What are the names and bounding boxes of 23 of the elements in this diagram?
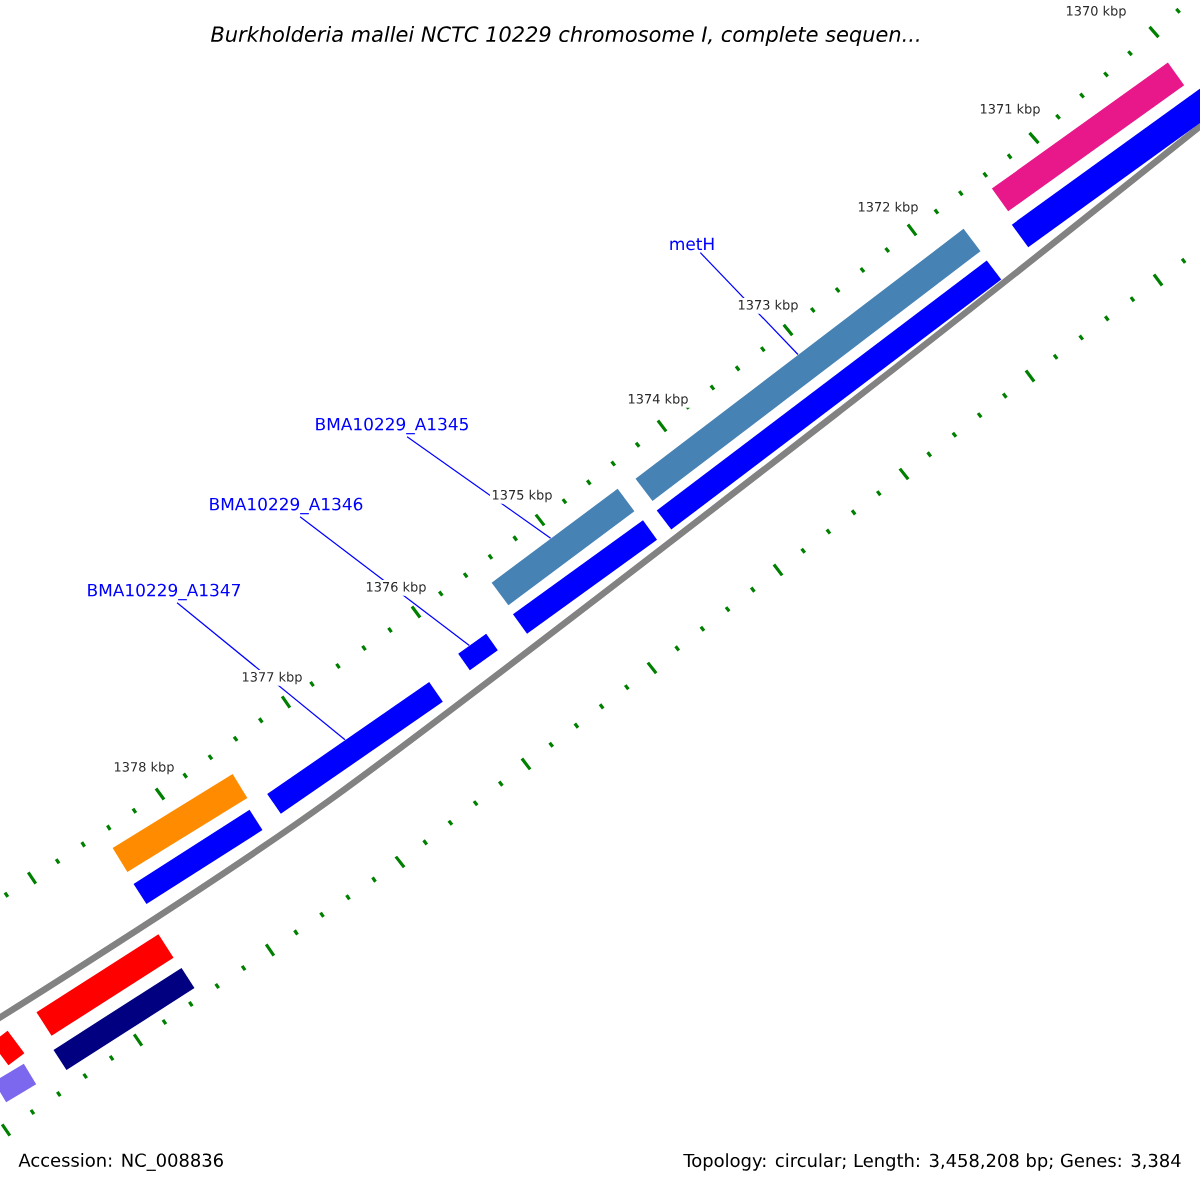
gene-label: BMA10229_A1346	[210, 497, 363, 515]
accession-label: Accession: NC_008836	[18, 1153, 223, 1171]
gene-bar	[0, 1063, 37, 1103]
gene-label: metH	[670, 237, 714, 251]
leader-line	[699, 252, 799, 356]
gene-bar	[267, 682, 443, 814]
gene-bar	[133, 809, 263, 905]
gene-bar	[36, 934, 174, 1036]
gene-bar	[1011, 88, 1200, 248]
gene-bar	[656, 260, 1002, 530]
gene-label: BMA10229_A1347	[88, 583, 240, 601]
map-title: Burkholderia mallei NCTC 10229 chromosome I, complete sequen...	[211, 25, 919, 47]
leader-line	[406, 436, 552, 539]
gene-bar	[112, 774, 248, 872]
leader-line	[299, 516, 470, 646]
leader-line	[176, 602, 346, 741]
gene-bar	[513, 520, 658, 634]
genome-info-label: Topology: circular; Length: 3,458,208 bp; Genes: 3,384	[683, 1153, 1181, 1171]
gene-bar	[0, 1030, 25, 1066]
gene-label: BMA10229_A1345	[316, 417, 468, 435]
gene-bar	[53, 967, 195, 1071]
gene-bar	[491, 488, 635, 606]
gene-bar	[458, 633, 498, 671]
